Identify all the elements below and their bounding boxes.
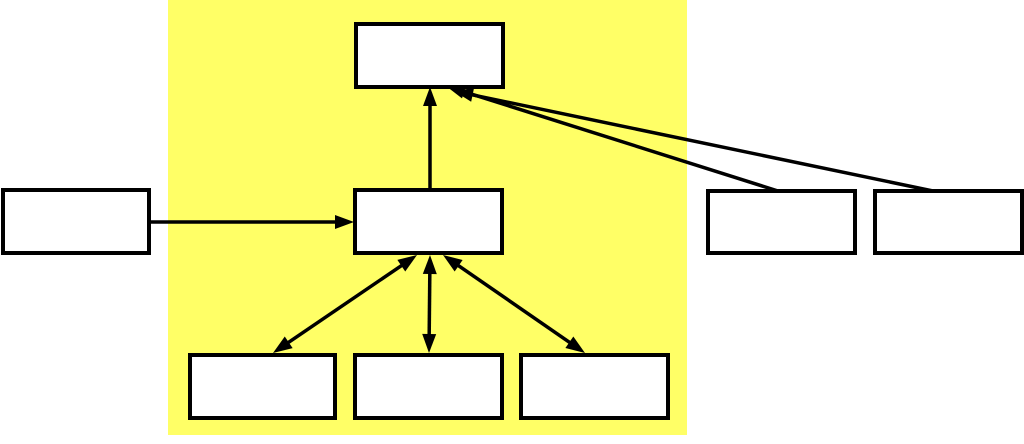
arrowhead — [273, 336, 293, 353]
edge-line — [459, 88, 779, 193]
node-box-bottom-center — [353, 353, 504, 420]
node-box-center — [353, 188, 504, 255]
arrowhead — [397, 255, 417, 272]
edge-center-to-top — [423, 87, 437, 188]
node-right-2 — [873, 189, 1024, 255]
node-box-left — [1, 188, 151, 255]
edge-right2-to-top — [454, 88, 934, 193]
arrowhead — [422, 333, 437, 353]
node-top — [354, 22, 505, 89]
node-box-top — [354, 22, 505, 89]
edge-center-bottom-center — [422, 255, 437, 353]
arrowhead — [422, 255, 437, 275]
edge-center-bottom-right — [443, 255, 585, 353]
node-box-right-2 — [873, 189, 1024, 255]
arrowhead — [454, 88, 475, 102]
node-bottom-center — [353, 353, 504, 420]
arrowhead — [423, 87, 437, 106]
edge-line — [467, 92, 934, 193]
edge-line — [453, 261, 575, 347]
node-box-bottom-right — [519, 353, 670, 420]
node-right-1 — [706, 189, 857, 255]
node-bottom-left — [188, 353, 337, 420]
edge-line — [427, 269, 432, 339]
arrowhead — [443, 255, 463, 272]
edge-line — [283, 261, 407, 347]
arrowhead — [565, 336, 585, 353]
node-bottom-right — [519, 353, 670, 420]
node-box-bottom-left — [188, 353, 337, 420]
node-box-right-1 — [706, 189, 857, 255]
arrowhead — [335, 215, 354, 229]
edge-center-bottom-left — [273, 255, 417, 353]
edge-left-to-center — [149, 215, 354, 229]
node-left — [1, 188, 151, 255]
node-center — [353, 188, 504, 255]
